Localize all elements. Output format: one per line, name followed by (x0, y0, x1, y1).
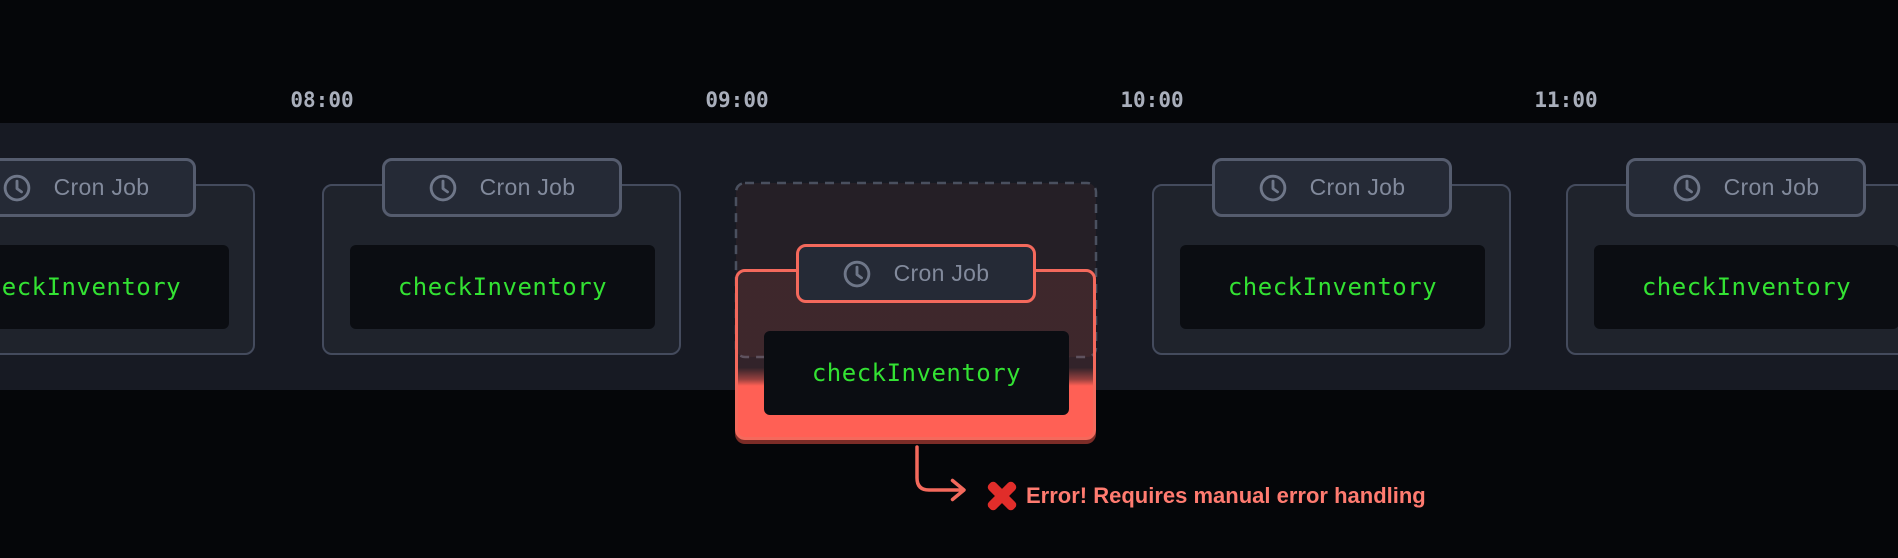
cron-job-badge-label: Cron Job (1723, 174, 1820, 200)
clock-icon (1673, 174, 1700, 201)
cron-job-badge-label: Cron Job (893, 260, 990, 286)
job-function-box: checkInventory (764, 331, 1069, 415)
cron-job-badge: Cron Job (1625, 158, 1866, 217)
job-function-name: checkInventory (0, 273, 182, 301)
job-function-name: checkInventory (1227, 273, 1438, 301)
cron-run-slot: 08:00 Cron Job checkInventory (290, 0, 681, 558)
cron-run-slot: Cron Job checkInventory (0, 0, 255, 558)
cron-job-badge: Cron Job (1211, 158, 1452, 217)
timeline-time-label: 09:00 (705, 88, 769, 112)
cross-mark-icon (985, 479, 1018, 512)
timeline-time-label: 11:00 (1534, 88, 1598, 112)
job-function-box: checkInventory (350, 245, 655, 329)
timeline-time-label: 10:00 (1120, 88, 1184, 112)
clock-icon (3, 174, 30, 201)
cron-job-card[interactable]: Cron Job checkInventory (1152, 158, 1511, 355)
clock-icon (843, 260, 870, 287)
job-function-box: checkInventory (1180, 245, 1485, 329)
cron-run-slot: 09:00 Cron Job checkInventory (705, 0, 1098, 558)
clock-icon (1259, 174, 1286, 201)
cron-job-badge: Cron Job (0, 158, 196, 217)
cron-run-slot: 11:00 Cron Job checkInventory (1534, 0, 1898, 558)
cron-job-card[interactable]: Cron Job checkInventory (322, 158, 681, 355)
error-annotation: Error! Requires manual error handling (985, 479, 1426, 512)
cron-job-card[interactable]: Cron Job checkInventory (0, 158, 255, 355)
cron-job-badge-label: Cron Job (479, 174, 576, 200)
job-function-box: checkInventory (1594, 245, 1898, 329)
cron-job-badge: Cron Job (795, 244, 1036, 303)
clock-icon (429, 174, 456, 201)
job-function-name: checkInventory (811, 359, 1022, 387)
cron-run-slot: 10:00 Cron Job checkInventory (1120, 0, 1511, 558)
timeline-time-label: 08:00 (290, 88, 354, 112)
job-function-box: checkInventory (0, 245, 229, 329)
cron-job-badge: Cron Job (381, 158, 622, 217)
error-annotation-text: Error! Requires manual error handling (1026, 482, 1426, 508)
cron-job-card[interactable]: Cron Job checkInventory (1566, 158, 1898, 355)
cron-job-badge-label: Cron Job (53, 174, 150, 200)
job-function-name: checkInventory (1641, 273, 1852, 301)
cron-job-card[interactable]: Cron Job checkInventory (735, 244, 1096, 440)
job-function-name: checkInventory (397, 273, 608, 301)
cron-job-badge-label: Cron Job (1309, 174, 1406, 200)
